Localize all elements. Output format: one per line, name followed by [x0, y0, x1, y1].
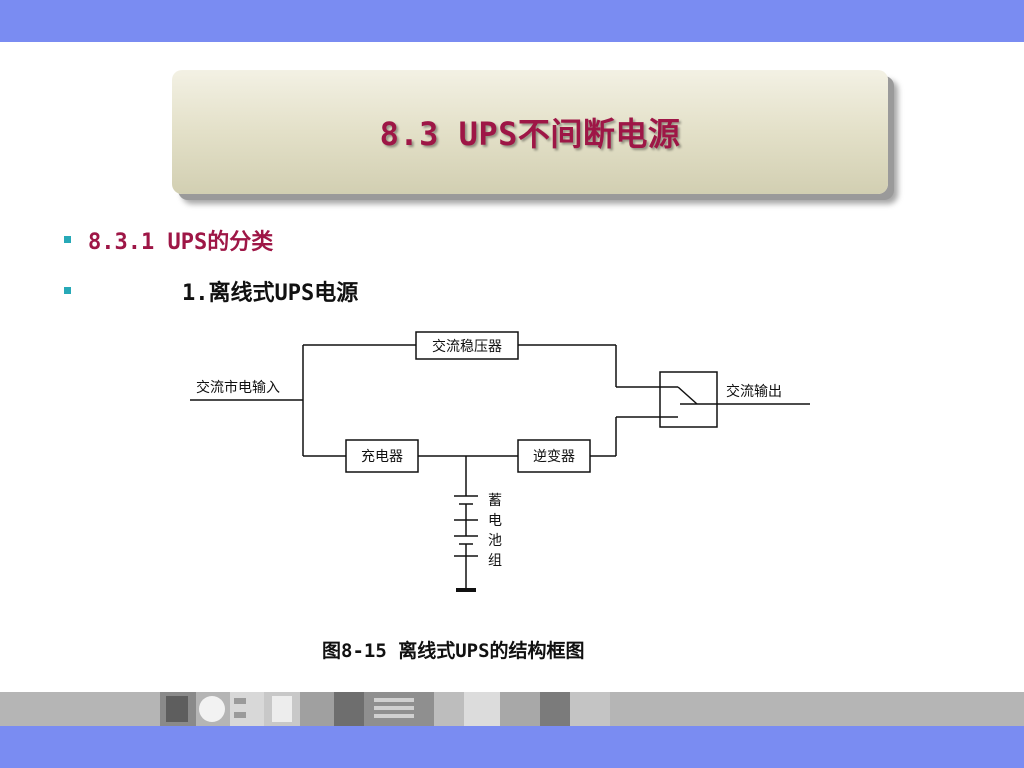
regulator-box — [415, 331, 519, 360]
bullet-item-2: 1.离线式UPS电源 — [182, 281, 359, 306]
ups-block-diagram: 交流市电输入 交流稳压器 充电器 逆变器 交流输出 蓄 电 池 组 — [190, 331, 810, 592]
battery-label-char-4: 组 — [488, 553, 502, 569]
transfer-switch-box — [659, 371, 718, 428]
slide-title: 8.3 UPS不间断电源 — [379, 115, 681, 153]
bottom-band — [0, 726, 1024, 768]
battery-label-char-2: 电 — [488, 513, 502, 529]
bullet-square-icon — [64, 236, 71, 243]
mosaic-circle — [199, 696, 225, 722]
bullet-item-1: 8.3.1 UPS的分类 — [88, 230, 274, 255]
inverter-label: 逆变器 — [533, 449, 575, 465]
switch-blade — [677, 386, 698, 405]
top-band — [0, 0, 1024, 42]
battery-label-char-3: 池 — [488, 533, 502, 549]
battery-label-char-1: 蓄 — [488, 493, 502, 509]
battery-ground — [456, 588, 476, 592]
output-label: 交流输出 — [726, 383, 782, 400]
footer-photo-mosaic — [160, 692, 610, 726]
input-label: 交流市电输入 — [196, 379, 280, 396]
title-box: 8.3 UPS不间断电源 — [172, 70, 888, 194]
bullet-square-icon — [64, 287, 71, 294]
charger-box — [345, 439, 419, 473]
charger-label: 充电器 — [361, 449, 403, 465]
figure-caption: 图8-15 离线式UPS的结构框图 — [322, 640, 585, 662]
regulator-label: 交流稳压器 — [432, 338, 502, 355]
